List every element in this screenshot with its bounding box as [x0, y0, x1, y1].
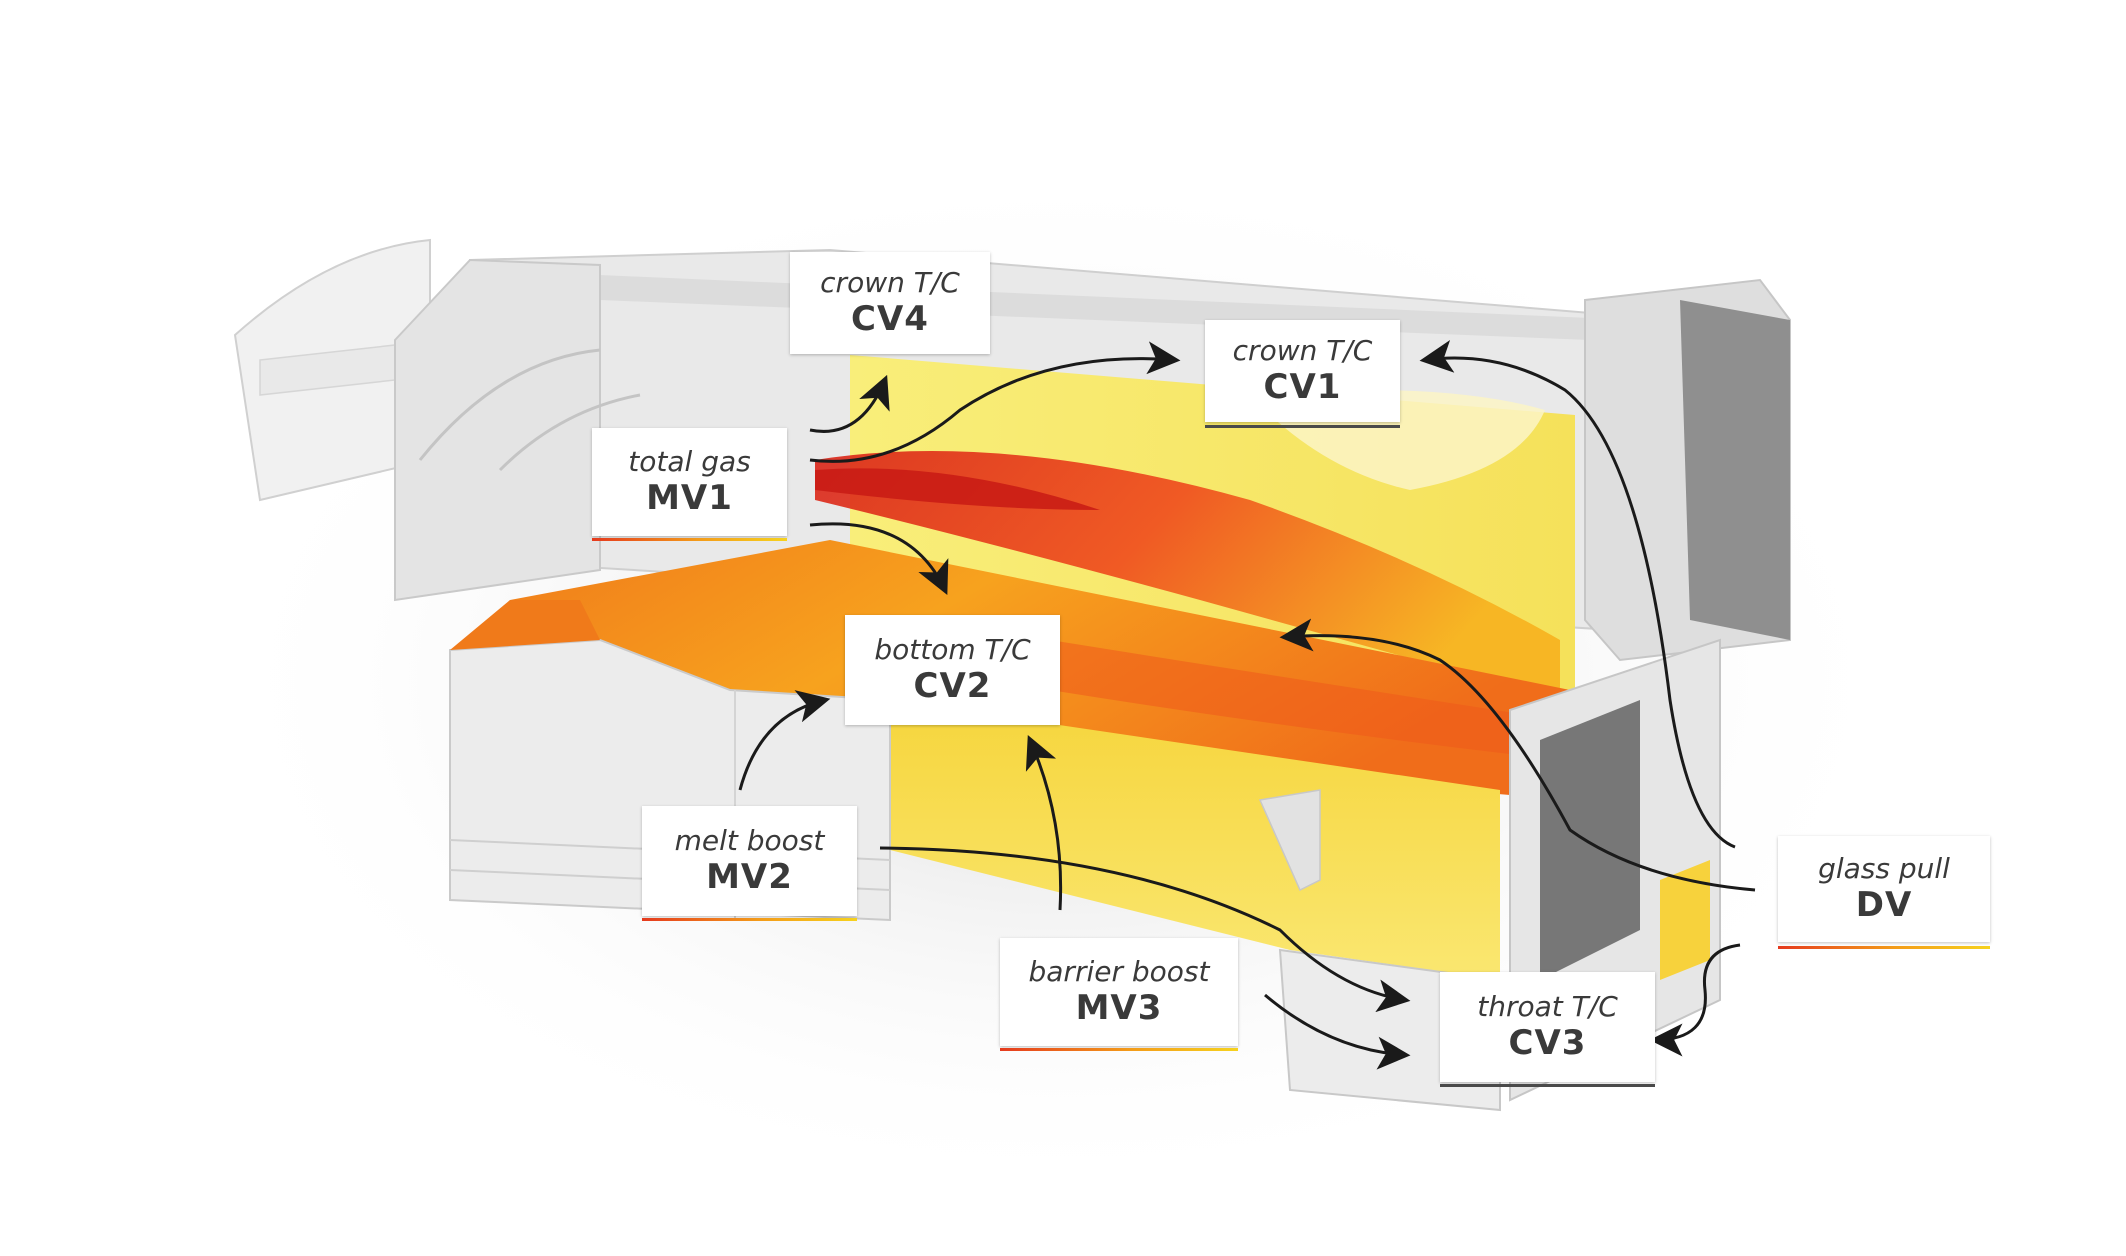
label-dv-code: DV: [1855, 884, 1913, 925]
arrow-mv2-to-cv3: [879, 846, 1411, 1013]
label-mv1-sub: total gas: [628, 444, 751, 478]
right-end-block: [1509, 278, 1791, 1102]
arrow-mv1-to-cv2: [809, 522, 949, 595]
label-cv2: bottom T/C CV2: [845, 615, 1060, 725]
label-dv: glass pull DV: [1778, 836, 1990, 942]
melt-hot-band: [1050, 640, 1560, 760]
label-mv2-code: MV2: [706, 856, 793, 897]
label-cv1-underline: [1205, 425, 1400, 428]
arrow-mv1-to-cv1: [809, 341, 1181, 463]
arrow-mv3-to-cv2: [1025, 734, 1063, 911]
arrow-dv-to-cv3: [1649, 943, 1741, 1057]
label-mv3-sub: barrier boost: [1028, 954, 1210, 988]
label-cv3-sub: throat T/C: [1477, 989, 1618, 1023]
label-mv3: barrier boost MV3: [1000, 938, 1238, 1046]
flame-plume: [815, 451, 1560, 700]
label-cv4-sub: crown T/C: [820, 265, 960, 299]
label-mv3-code: MV3: [1075, 987, 1163, 1028]
label-dv-underline: [1778, 946, 1990, 949]
arrow-dv-to-melt: [1279, 618, 1756, 892]
label-cv4: crown T/C CV4: [790, 252, 990, 354]
arrow-mv2-to-cv2: [738, 690, 831, 791]
label-cv1: crown T/C CV1: [1205, 320, 1400, 422]
label-cv2-sub: bottom T/C: [874, 632, 1031, 666]
label-mv2-sub: melt boost: [674, 823, 825, 857]
left-end-structure: [233, 238, 431, 502]
label-cv1-sub: crown T/C: [1232, 333, 1373, 367]
label-cv3-code: CV3: [1508, 1022, 1587, 1063]
label-cv3: throat T/C CV3: [1440, 972, 1655, 1082]
label-cv4-code: CV4: [851, 298, 929, 339]
label-mv1: total gas MV1: [592, 428, 787, 536]
arrow-dv-to-cv1: [1419, 340, 1736, 849]
arrow-mv3-to-cv3: [1264, 993, 1411, 1070]
label-cv1-code: CV1: [1263, 366, 1342, 407]
label-dv-sub: glass pull: [1818, 851, 1950, 885]
label-cv2-code: CV2: [913, 665, 992, 706]
label-cv3-underline: [1440, 1084, 1655, 1087]
flame-core: [815, 468, 1100, 510]
label-mv3-underline: [1000, 1048, 1238, 1051]
arrows: [738, 340, 1756, 1070]
label-mv2: melt boost MV2: [642, 806, 857, 916]
label-mv1-code: MV1: [646, 477, 733, 518]
label-mv1-underline: [592, 538, 787, 541]
arrow-mv1-to-cv4: [809, 374, 890, 433]
label-mv2-underline: [642, 918, 857, 921]
